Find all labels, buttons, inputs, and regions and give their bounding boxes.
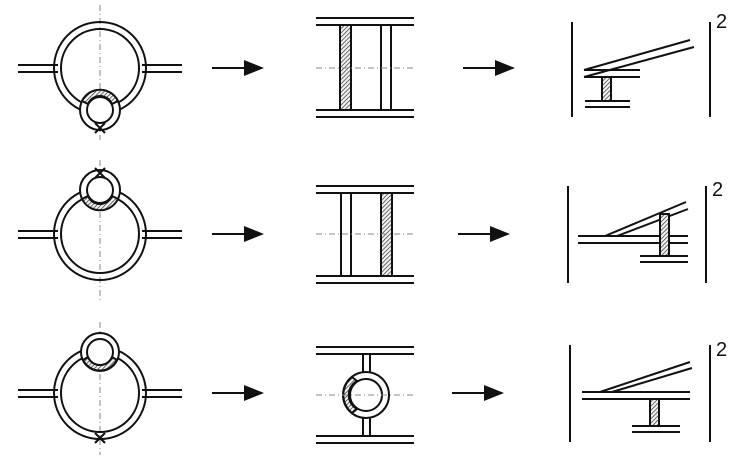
bubble-diagram: [316, 346, 414, 444]
result-diagram: [567, 186, 707, 283]
external-legs: [18, 389, 182, 398]
cross-mark: [94, 122, 106, 134]
ladder-diagram: [316, 17, 414, 118]
row-3: [18, 322, 711, 455]
ladder-diagram: [316, 185, 414, 284]
exponent-label: 2: [712, 179, 723, 201]
exponent-label: 2: [716, 339, 727, 361]
cross-mark: [94, 432, 106, 444]
result-diagram: [571, 22, 711, 117]
external-legs: [18, 64, 182, 73]
cross-mark: [94, 167, 106, 179]
result-diagram: [569, 345, 711, 442]
row-1: [18, 5, 711, 140]
external-legs: [18, 230, 182, 239]
exponent-label: 2: [716, 11, 727, 33]
row-2: [18, 160, 707, 300]
